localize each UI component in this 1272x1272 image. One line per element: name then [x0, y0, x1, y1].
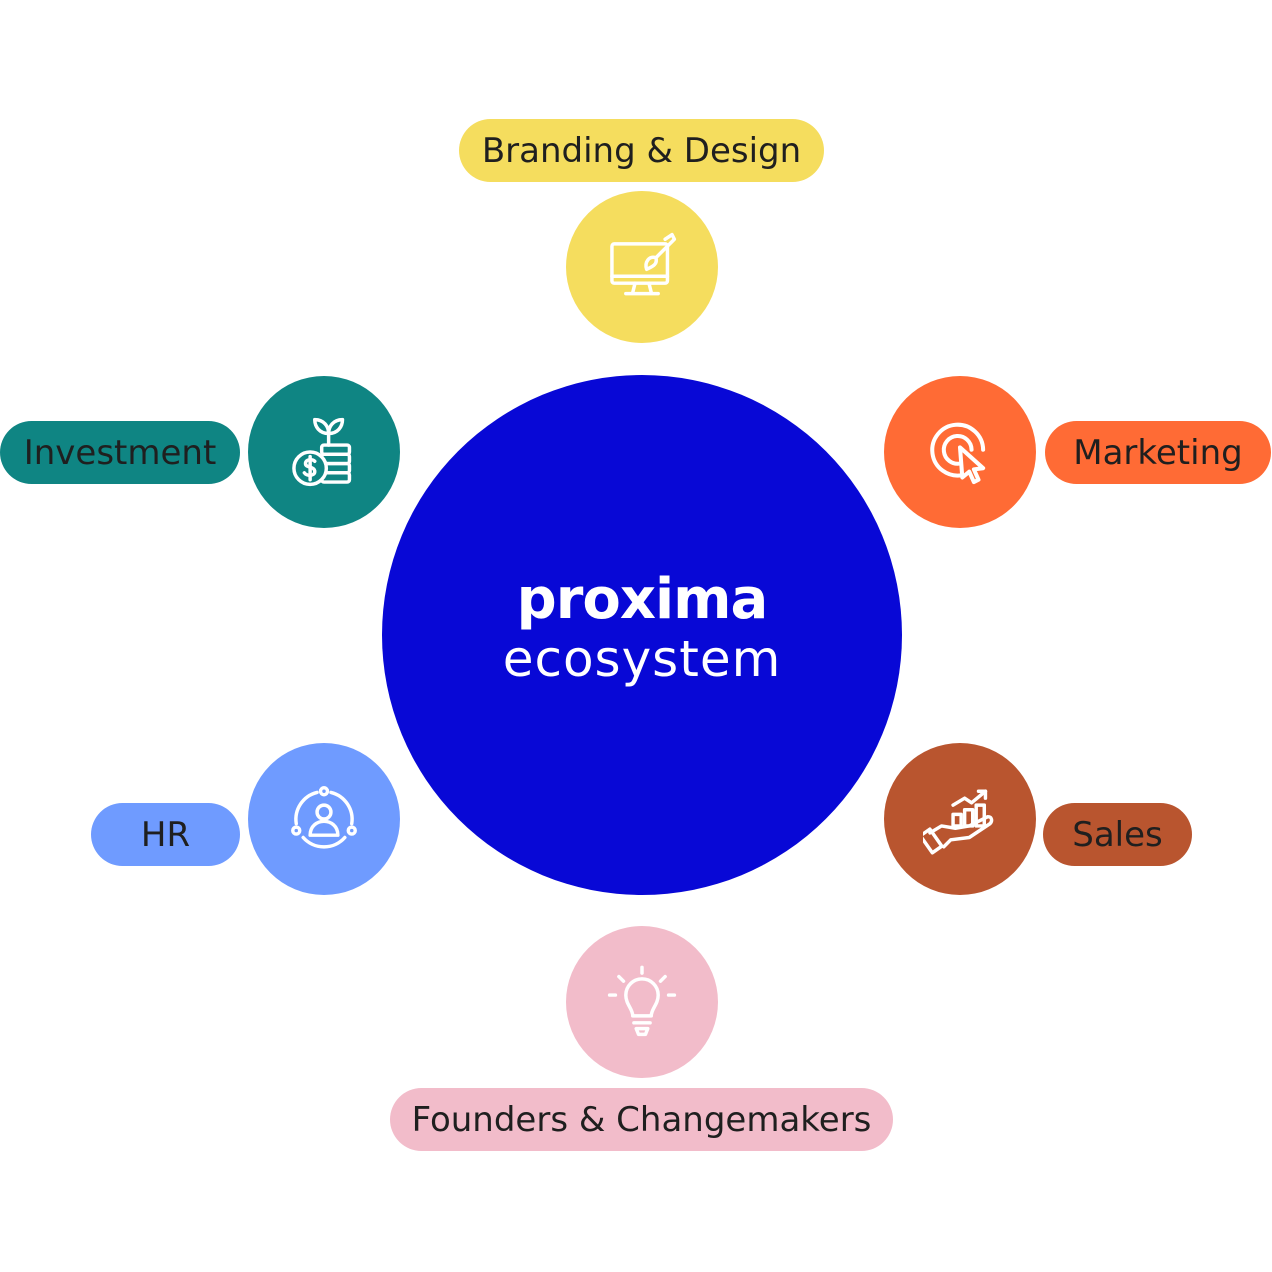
monitor-paintbrush-icon [610, 232, 677, 296]
marketing-node [884, 376, 1036, 528]
ecosystem-hub: proxima ecosystem [382, 375, 902, 895]
lightbulb-icon [607, 965, 677, 1037]
founders-changemakers-node [566, 926, 718, 1078]
person-network-icon [291, 786, 357, 849]
investment-label: Investment [0, 421, 240, 484]
hand-growth-chart-icon [923, 789, 994, 855]
branding-design-node [566, 191, 718, 343]
hr-node [248, 743, 400, 895]
marketing-label: Marketing [1045, 421, 1271, 484]
hr-label: HR [91, 803, 240, 866]
sales-label: Sales [1043, 803, 1192, 866]
branding-design-label: Branding & Design [459, 119, 824, 182]
plant-coins-icon [292, 417, 352, 487]
hub-subtitle: ecosystem [502, 630, 782, 688]
founders-changemakers-label: Founders & Changemakers [390, 1088, 893, 1151]
proxima-logo-text: proxima [516, 567, 769, 632]
sales-node [884, 743, 1036, 895]
target-cursor-icon [930, 422, 986, 485]
investment-node [248, 376, 400, 528]
